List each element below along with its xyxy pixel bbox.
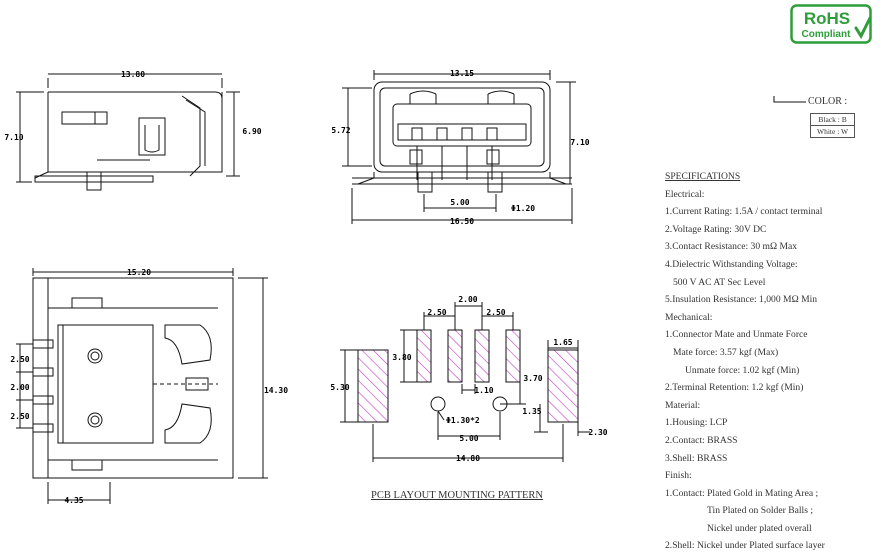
- color-label: COLOR :: [808, 96, 848, 107]
- top-pitch-b-dim: 2.00: [10, 383, 29, 392]
- side-width-dim: 13.80: [121, 70, 145, 79]
- check-mark-icon: [854, 16, 872, 40]
- front-total-dim: 16.50: [450, 217, 474, 226]
- pcb-pad-len-dim: 3.80: [392, 353, 411, 362]
- front-width-dim: 13.15: [450, 69, 474, 78]
- front-height-left-dim: 5.72: [331, 126, 350, 135]
- pcb-layout-pattern: 2.00 2.50 2.50 3.80 5.30 1.65 1.10 3.70 …: [330, 295, 607, 463]
- pcb-mount-hole-left: [430, 396, 446, 412]
- pcb-center-gap-dim: 2.00: [458, 295, 477, 304]
- spec-line: 2.Contact: BRASS: [665, 434, 738, 446]
- pcb-pin-pad-2: [447, 329, 463, 383]
- side-view: 13.80 7.10 6.90: [4, 70, 262, 191]
- side-height-left-dim: 7.10: [4, 133, 23, 142]
- pcb-pad-w-dim: 1.10: [474, 386, 493, 395]
- rohs-text: RoHS: [804, 9, 850, 28]
- spec-line: 2.Shell: Nickel under Plated surface lay…: [665, 540, 825, 552]
- compliant-text: Compliant: [802, 29, 852, 40]
- specifications-panel: SPECIFICATIONS Electrical: 1.Current Rat…: [665, 168, 885, 555]
- pcb-pin-pad-3: [474, 329, 490, 383]
- spec-line: 1.Current Rating: 1.5A / contact termina…: [665, 206, 823, 218]
- top-width-dim: 15.20: [127, 268, 151, 277]
- pcb-shell-w-dim: 2.30: [588, 428, 607, 437]
- pcb-shell-pad-left: [357, 349, 389, 423]
- spec-line: 1.Connector Mate and Unmate Force: [665, 329, 808, 341]
- color-leader-line: [773, 96, 806, 103]
- color-options-table: Black : B White : W: [809, 113, 856, 138]
- front-view: 13.15 5.72 7.10 5.00 Φ1.20 16.50: [331, 69, 589, 226]
- pcb-pitch-right-dim: 2.50: [486, 308, 505, 317]
- color-option-white: White : W: [809, 125, 856, 138]
- pcb-shell-pad-right: [547, 349, 579, 423]
- top-length-dim: 14.30: [264, 386, 288, 395]
- spec-line: 5.Insulation Resistance: 1,000 MΩ Min: [665, 294, 818, 306]
- pcb-hole-pitch-dim: 5.00: [459, 434, 478, 443]
- spec-line: 1.Housing: LCP: [665, 417, 728, 429]
- front-height-right-dim: 7.10: [570, 138, 589, 147]
- pcb-right-w-dim: 1.65: [553, 338, 572, 347]
- pcb-shell-h-dim: 5.30: [330, 383, 349, 392]
- top-pitch-c-dim: 2.50: [10, 412, 29, 421]
- pcb-pin-pad-1: [416, 329, 432, 383]
- finish-heading: Finish:: [665, 470, 692, 482]
- specifications-title: SPECIFICATIONS: [665, 171, 741, 182]
- spec-line: 2.Terminal Retention: 1.2 kgf (Min): [665, 382, 804, 394]
- rohs-compliant-logo: RoHS Compliant: [790, 4, 872, 44]
- electrical-heading: Electrical:: [665, 188, 705, 200]
- spec-line: 3.Contact Resistance: 30 mΩ Max: [665, 241, 798, 253]
- spec-line: 3.Shell: BRASS: [665, 452, 728, 464]
- pcb-layout-title: PCB LAYOUT MOUNTING PATTERN: [371, 490, 544, 501]
- mechanical-heading: Mechanical:: [665, 311, 713, 323]
- spec-line: Tin Plated on Solder Balls ;: [707, 505, 813, 517]
- spec-line: Mate force: 3.57 kgf (Max): [673, 346, 779, 358]
- pcb-offset-dim: 1.35: [522, 407, 541, 416]
- pcb-pitch-left-dim: 2.50: [427, 308, 446, 317]
- pcb-pin-pad-4: [505, 329, 521, 383]
- side-height-right-dim: 6.90: [242, 127, 261, 136]
- spec-line: 500 V AC AT Sec Level: [673, 276, 766, 288]
- front-pitch-dim: 5.00: [450, 198, 469, 207]
- pcb-total-dim: 14.80: [456, 454, 480, 463]
- top-pitch-a-dim: 2.50: [10, 355, 29, 364]
- top-view: 15.20 2.50 2.00 2.50 14.30 4.35: [10, 268, 288, 505]
- spec-line: Nickel under plated overall: [707, 522, 812, 534]
- front-pin-dia-dim: Φ1.20: [511, 204, 535, 213]
- material-heading: Material:: [665, 399, 701, 411]
- spec-line: Unmate force: 1.02 kgf (Min): [685, 364, 800, 376]
- spec-line: 1.Contact: Plated Gold in Mating Area ;: [665, 487, 819, 499]
- pcb-hole-y-dim: 3.70: [523, 374, 542, 383]
- spec-line: 4.Dielectric Withstanding Voltage:: [665, 258, 798, 270]
- pcb-hole-dia-dim: Φ1.30*2: [446, 416, 480, 425]
- top-offset-dim: 4.35: [64, 496, 83, 505]
- color-option-black: Black : B: [809, 113, 856, 126]
- spec-line: 2.Voltage Rating: 30V DC: [665, 223, 767, 235]
